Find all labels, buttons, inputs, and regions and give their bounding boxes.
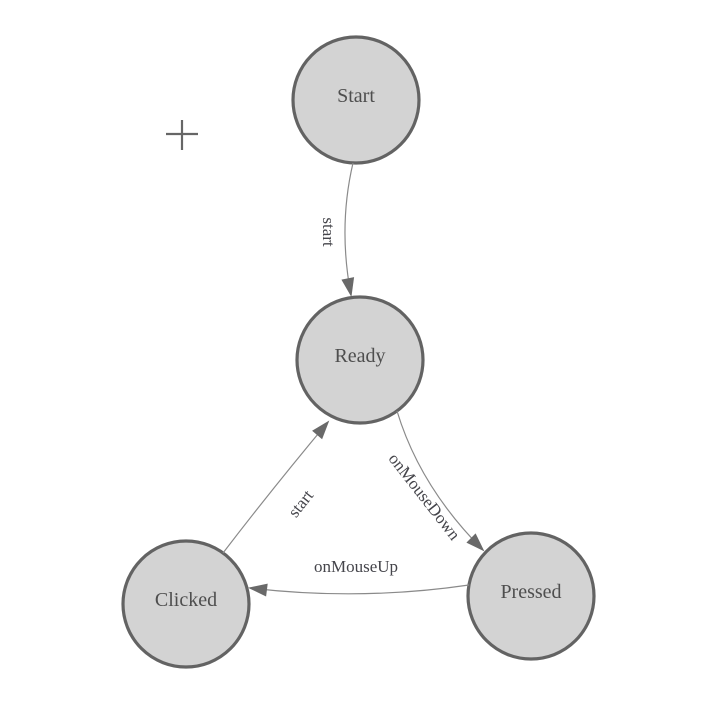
state-node-start[interactable]: Start	[291, 35, 421, 165]
state-circle-ready[interactable]	[295, 295, 425, 425]
transition-clicked-ready[interactable]: start	[222, 420, 330, 554]
transition-ready-pressed[interactable]: onMouseDown	[385, 410, 485, 552]
state-circle-clicked[interactable]	[121, 539, 251, 669]
arrowhead-icon	[312, 420, 330, 440]
transition-line-start-ready[interactable]	[344, 162, 354, 296]
arrowhead-icon	[466, 533, 485, 552]
state-node-clicked[interactable]: Clicked	[121, 539, 251, 669]
state-circle-start[interactable]	[291, 35, 421, 165]
transition-label-ready-pressed: onMouseDown	[385, 449, 465, 544]
crosshair-plus-icon	[166, 120, 198, 150]
transition-label-start-ready: start	[319, 217, 338, 247]
arrowhead-icon	[341, 277, 355, 297]
transition-line-pressed-clicked[interactable]	[249, 584, 470, 595]
transition-pressed-clicked[interactable]: onMouseUp	[248, 557, 470, 597]
arrowhead-icon	[248, 583, 268, 597]
transition-label-clicked-ready: start	[284, 486, 317, 521]
state-node-pressed[interactable]: Pressed	[466, 531, 596, 661]
transition-start-ready[interactable]: start	[319, 162, 355, 297]
transition-line-ready-pressed[interactable]	[396, 410, 484, 551]
transition-line-clicked-ready[interactable]	[222, 421, 329, 554]
state-node-ready[interactable]: Ready	[295, 295, 425, 425]
state-circle-pressed[interactable]	[466, 531, 596, 661]
transition-label-pressed-clicked: onMouseUp	[314, 557, 398, 576]
